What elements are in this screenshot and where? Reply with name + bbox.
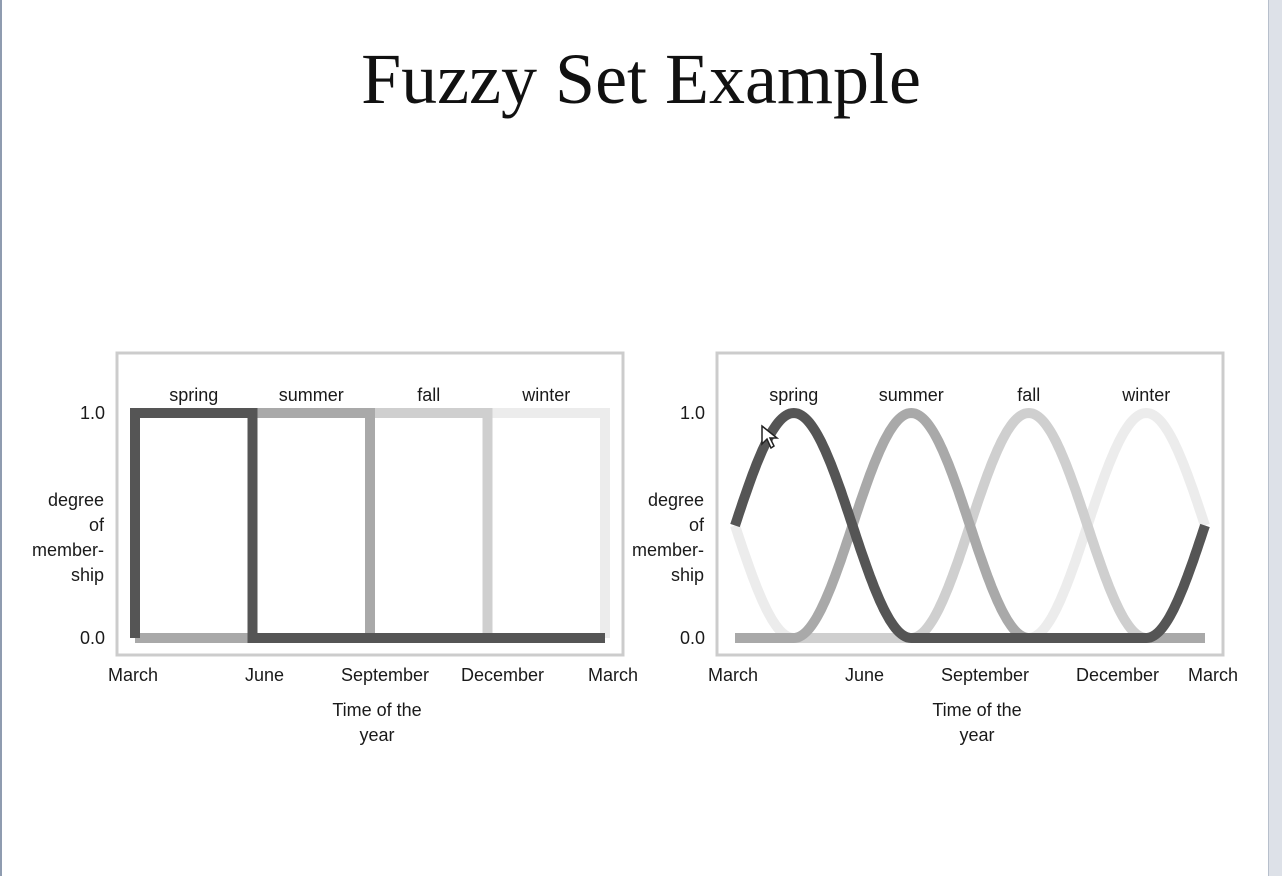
crisp-series-spring [130,408,605,643]
window-left-border [0,0,2,876]
window-scrollbar[interactable] [1268,0,1282,876]
crisp-ylabel-line: ship [71,565,104,585]
mouse-cursor-icon [761,424,780,450]
crisp-xtick-label: March [588,665,638,685]
crisp-xtick-label: September [341,665,429,685]
crisp-xtick-label: December [461,665,544,685]
fuzzy-season-label: fall [1017,385,1040,405]
crisp-ylabel-line: of [89,515,105,535]
crisp-ylabel-line: member- [32,540,104,560]
fuzzy-xtick-label: March [1188,665,1238,685]
crisp-season-label: fall [417,385,440,405]
fuzzy-season-label: winter [1121,385,1170,405]
fuzzy-xlabel-line: year [959,725,994,745]
fuzzy-ylabel-line: member- [632,540,704,560]
crisp-season-label: summer [279,385,344,405]
fuzzy-ylabel-line: of [689,515,705,535]
crisp-membership-chart: winter fall summer spring 1.0 0.0 degree of memb… [32,351,638,745]
fuzzy-plot-frame [715,351,1225,657]
fuzzy-series-spring [730,407,1210,643]
crisp-xtick-label: March [108,665,158,685]
crisp-xlabel-line: year [359,725,394,745]
fuzzy-season-label: summer [879,385,944,405]
fuzzy-xtick-label: September [941,665,1029,685]
crisp-season-label: spring [169,385,218,405]
crisp-xlabel-line: Time of the [332,700,421,720]
fuzzy-xlabel-line: Time of the [932,700,1021,720]
crisp-plot-frame [115,351,625,657]
fuzzy-xtick-label: December [1076,665,1159,685]
slide-title: Fuzzy Set Example [361,39,921,119]
fuzzy-xtick-label: March [708,665,758,685]
fuzzy-ytick-label: 1.0 [680,403,705,423]
fuzzy-xtick-label: June [845,665,884,685]
crisp-ylabel-line: degree [48,490,104,510]
crisp-xtick-label: June [245,665,284,685]
crisp-ytick-label: 0.0 [80,628,105,648]
fuzzy-ytick-label: 0.0 [680,628,705,648]
fuzzy-season-label: spring [769,385,818,405]
fuzzy-ylabel-line: degree [648,490,704,510]
fuzzy-membership-chart: winter fall summer spring 1.0 0.0 degree of memb… [632,351,1238,745]
fuzzy-ylabel-line: ship [671,565,704,585]
crisp-series-summer [135,408,605,643]
crisp-ytick-label: 1.0 [80,403,105,423]
fuzzy-series-summer [735,407,1205,643]
crisp-season-label: winter [521,385,570,405]
